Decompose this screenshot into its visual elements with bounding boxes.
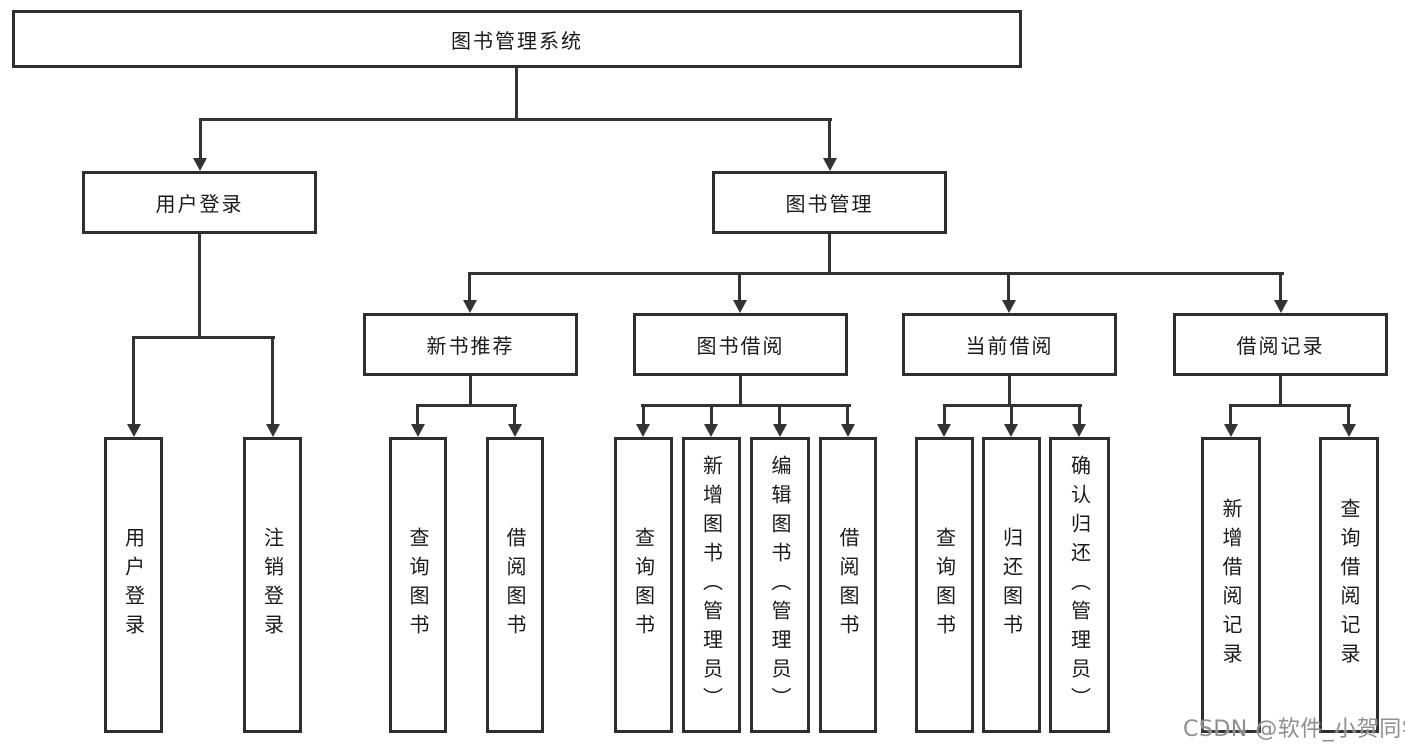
connector-stem	[132, 336, 135, 425]
node-label: 图书管理系统	[451, 28, 583, 53]
arrow-down-icon	[1002, 300, 1016, 313]
node-label: 新增借阅记录	[1219, 498, 1243, 672]
node-label: 借阅记录	[1236, 334, 1325, 358]
arrow-down-icon	[411, 424, 425, 437]
arrow-down-icon	[733, 300, 747, 313]
node-label: 编辑图书（管理员）	[768, 454, 792, 716]
connector-stem	[828, 234, 831, 274]
node-label: 用户登录	[121, 527, 146, 643]
leaf-add-borrow-record: 新增借阅记录	[1201, 437, 1261, 733]
leaf-query-books-recommend: 查询图书	[389, 437, 447, 733]
leaf-query-books-borrow: 查询图书	[614, 437, 673, 733]
connector-stem	[739, 376, 742, 406]
arrow-down-icon	[823, 158, 837, 171]
leaf-return-book: 归还图书	[982, 437, 1041, 733]
arrow-down-icon	[193, 158, 207, 171]
connector-stem	[513, 404, 516, 425]
node-label: 查询图书	[932, 527, 957, 643]
connector-stem	[198, 234, 201, 337]
connector-stem	[642, 404, 645, 425]
connector-bus	[199, 118, 832, 121]
connector-stem	[515, 68, 518, 118]
connector-bus	[468, 272, 1284, 275]
arrow-down-icon	[773, 424, 787, 437]
leaf-edit-book-admin: 编辑图书（管理员）	[750, 437, 810, 733]
node-label: 查询图书	[406, 527, 430, 643]
node-label: 借阅图书	[503, 527, 527, 643]
node-label: 注销登录	[260, 527, 285, 643]
connector-stem	[738, 272, 741, 302]
connector-bus	[416, 404, 517, 407]
connector-stem	[468, 272, 471, 302]
node-label: 借阅图书	[836, 527, 860, 643]
arrow-down-icon	[1072, 424, 1086, 437]
arrow-down-icon	[1004, 424, 1018, 437]
node-borrow-records: 借阅记录	[1173, 313, 1388, 376]
connector-stem	[199, 118, 202, 160]
node-book-borrow: 图书借阅	[633, 313, 848, 376]
node-label: 用户登录	[155, 192, 244, 216]
connector-bus	[641, 404, 851, 407]
arrow-down-icon	[1224, 424, 1238, 437]
node-current-borrow: 当前借阅	[902, 313, 1117, 376]
node-label: 查询借阅记录	[1337, 498, 1361, 672]
connector-stem	[469, 376, 472, 406]
node-user-login: 用户登录	[82, 171, 317, 234]
node-new-book-recommend: 新书推荐	[363, 313, 578, 376]
watermark: CSDN @软件_小贺同学	[1183, 717, 1405, 742]
node-label: 新书推荐	[426, 334, 515, 358]
arrow-down-icon	[1342, 424, 1356, 437]
node-label: 新增图书（管理员）	[699, 454, 724, 716]
arrow-down-icon	[636, 424, 650, 437]
node-label: 图书管理	[785, 192, 874, 216]
arrow-down-icon	[127, 424, 141, 437]
leaf-borrow-books: 借阅图书	[819, 437, 877, 733]
arrow-down-icon	[704, 424, 718, 437]
connector-stem	[778, 404, 781, 425]
node-label: 确认归还（管理员）	[1067, 454, 1092, 716]
node-system-root: 图书管理系统	[12, 10, 1022, 68]
arrow-down-icon	[508, 424, 522, 437]
connector-stem	[1010, 404, 1013, 425]
connector-stem	[416, 404, 419, 425]
node-label: 当前借阅	[965, 334, 1054, 358]
connector-stem	[1008, 376, 1011, 406]
connector-stem	[1078, 404, 1081, 425]
leaf-logout: 注销登录	[243, 437, 302, 733]
arrow-down-icon	[937, 424, 951, 437]
arrow-down-icon	[841, 424, 855, 437]
leaf-add-book-admin: 新增图书（管理员）	[682, 437, 741, 733]
connector-stem	[828, 118, 831, 160]
leaf-user-login: 用户登录	[104, 437, 163, 733]
connector-bus	[1229, 404, 1351, 407]
arrow-down-icon	[266, 424, 280, 437]
connector-stem	[1347, 404, 1350, 425]
leaf-borrow-books-recommend: 借阅图书	[486, 437, 544, 733]
connector-stem	[1279, 376, 1282, 406]
connector-stem	[1279, 272, 1282, 302]
connector-stem	[710, 404, 713, 425]
connector-stem	[1229, 404, 1232, 425]
connector-stem	[943, 404, 946, 425]
node-label: 归还图书	[999, 527, 1024, 643]
connector-stem	[846, 404, 849, 425]
arrow-down-icon	[463, 300, 477, 313]
leaf-query-books-current: 查询图书	[915, 437, 974, 733]
leaf-query-borrow-record: 查询借阅记录	[1319, 437, 1379, 733]
connector-stem	[271, 336, 274, 425]
connector-stem	[1007, 272, 1010, 302]
node-book-management: 图书管理	[712, 171, 947, 234]
arrow-down-icon	[1274, 300, 1288, 313]
connector-bus	[132, 336, 275, 339]
node-label: 查询图书	[631, 527, 656, 643]
node-label: 图书借阅	[696, 334, 785, 358]
leaf-confirm-return-admin: 确认归还（管理员）	[1049, 437, 1110, 733]
